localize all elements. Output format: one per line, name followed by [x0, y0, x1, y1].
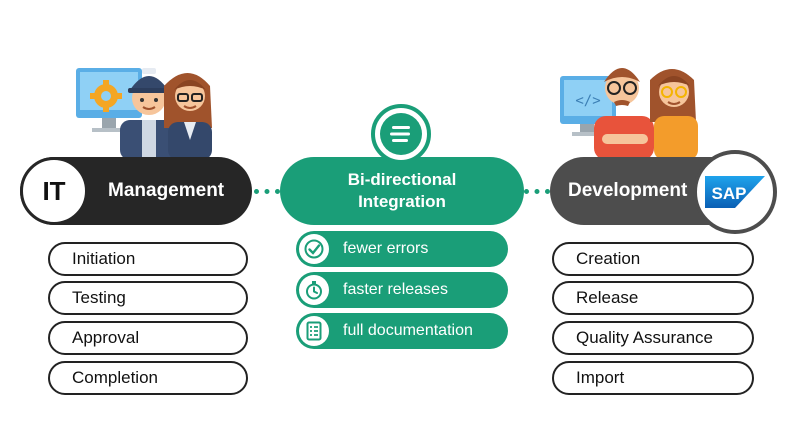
it-team-illustration	[76, 68, 212, 160]
list-item-creation: Creation	[552, 242, 754, 276]
integration-icon	[371, 104, 431, 164]
document-checklist-icon	[299, 316, 329, 346]
benefit-label: full documentation	[343, 322, 473, 339]
gear-icon	[90, 80, 122, 112]
list-item-approval: Approval	[48, 321, 248, 355]
management-label: Management	[108, 180, 225, 201]
list-item-testing: Testing	[48, 281, 248, 315]
integration-title-line1: Bi-directional	[347, 170, 457, 189]
connector-right	[524, 189, 550, 194]
it-badge: IT	[20, 157, 88, 225]
svg-text:SAP: SAP	[712, 184, 747, 203]
list-item-initiation: Initiation	[48, 242, 248, 276]
list-item-import: Import	[552, 361, 754, 395]
checkmark-icon	[299, 234, 329, 264]
dev-team-illustration: </>	[560, 68, 698, 160]
benefit-fewer-errors: fewer errors	[296, 231, 508, 267]
benefit-label: faster releases	[343, 281, 448, 298]
sap-logo: SAP	[705, 176, 765, 208]
connector-left	[254, 189, 280, 194]
stopwatch-icon	[299, 275, 329, 305]
development-label: Development	[568, 180, 688, 201]
integration-header: Bi-directional Integration	[280, 157, 524, 225]
list-item-release: Release	[552, 281, 754, 315]
it-management-header: IT Management	[20, 157, 252, 225]
list-item-completion: Completion	[48, 361, 248, 395]
benefit-faster-releases: faster releases	[296, 272, 508, 308]
sap-logo-badge: SAP	[693, 150, 777, 234]
benefit-label: fewer errors	[343, 240, 429, 257]
benefit-full-documentation: full documentation	[296, 313, 508, 349]
list-item-quality-assurance: Quality Assurance	[552, 321, 754, 355]
integration-title-line2: Integration	[358, 192, 446, 211]
code-icon: </>	[575, 93, 600, 109]
list-lines-icon	[390, 126, 410, 142]
